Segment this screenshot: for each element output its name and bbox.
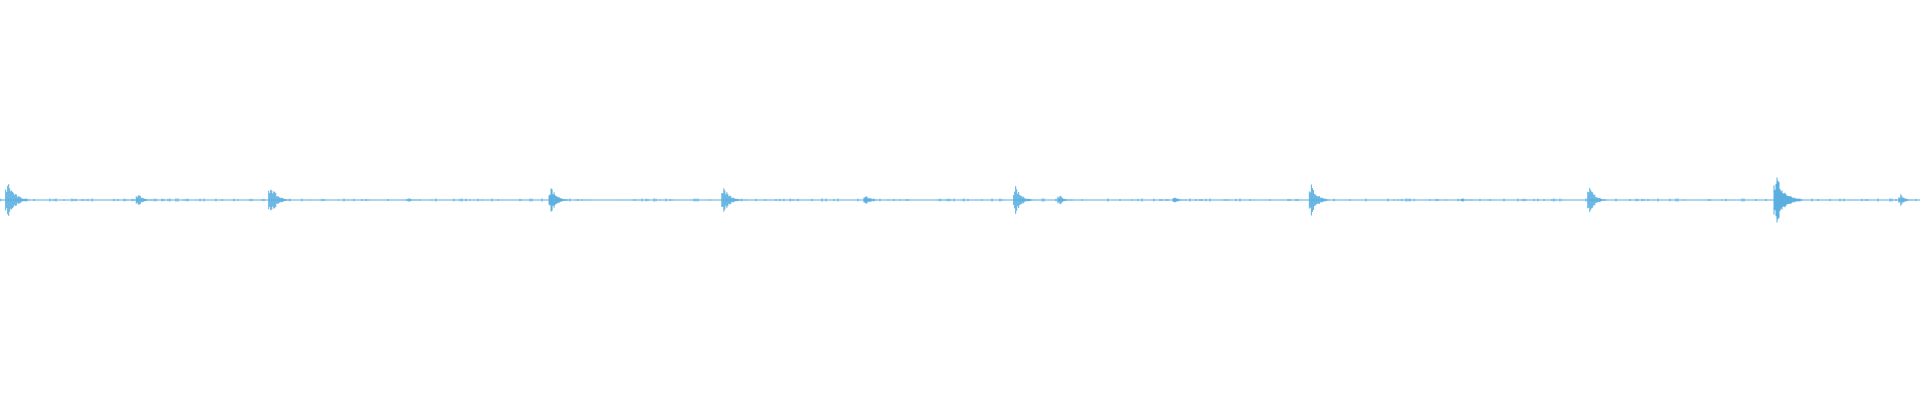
waveform-peak [268, 189, 291, 211]
waveform-peak [1057, 195, 1073, 205]
waveform-peak [135, 195, 152, 205]
waveform-peak [721, 188, 742, 212]
waveform-peak [1172, 197, 1186, 203]
waveform-peak [1898, 194, 1914, 206]
waveform-peak [863, 196, 879, 204]
waveform-peak [1308, 184, 1331, 216]
waveform-peak [406, 198, 419, 202]
waveform-peak [1460, 198, 1473, 202]
waveform-peak [1013, 186, 1034, 214]
waveform-peak [1587, 187, 1608, 213]
waveform-peak [5, 184, 30, 216]
waveform-peak [1773, 177, 1803, 223]
waveform-peak [548, 188, 569, 212]
